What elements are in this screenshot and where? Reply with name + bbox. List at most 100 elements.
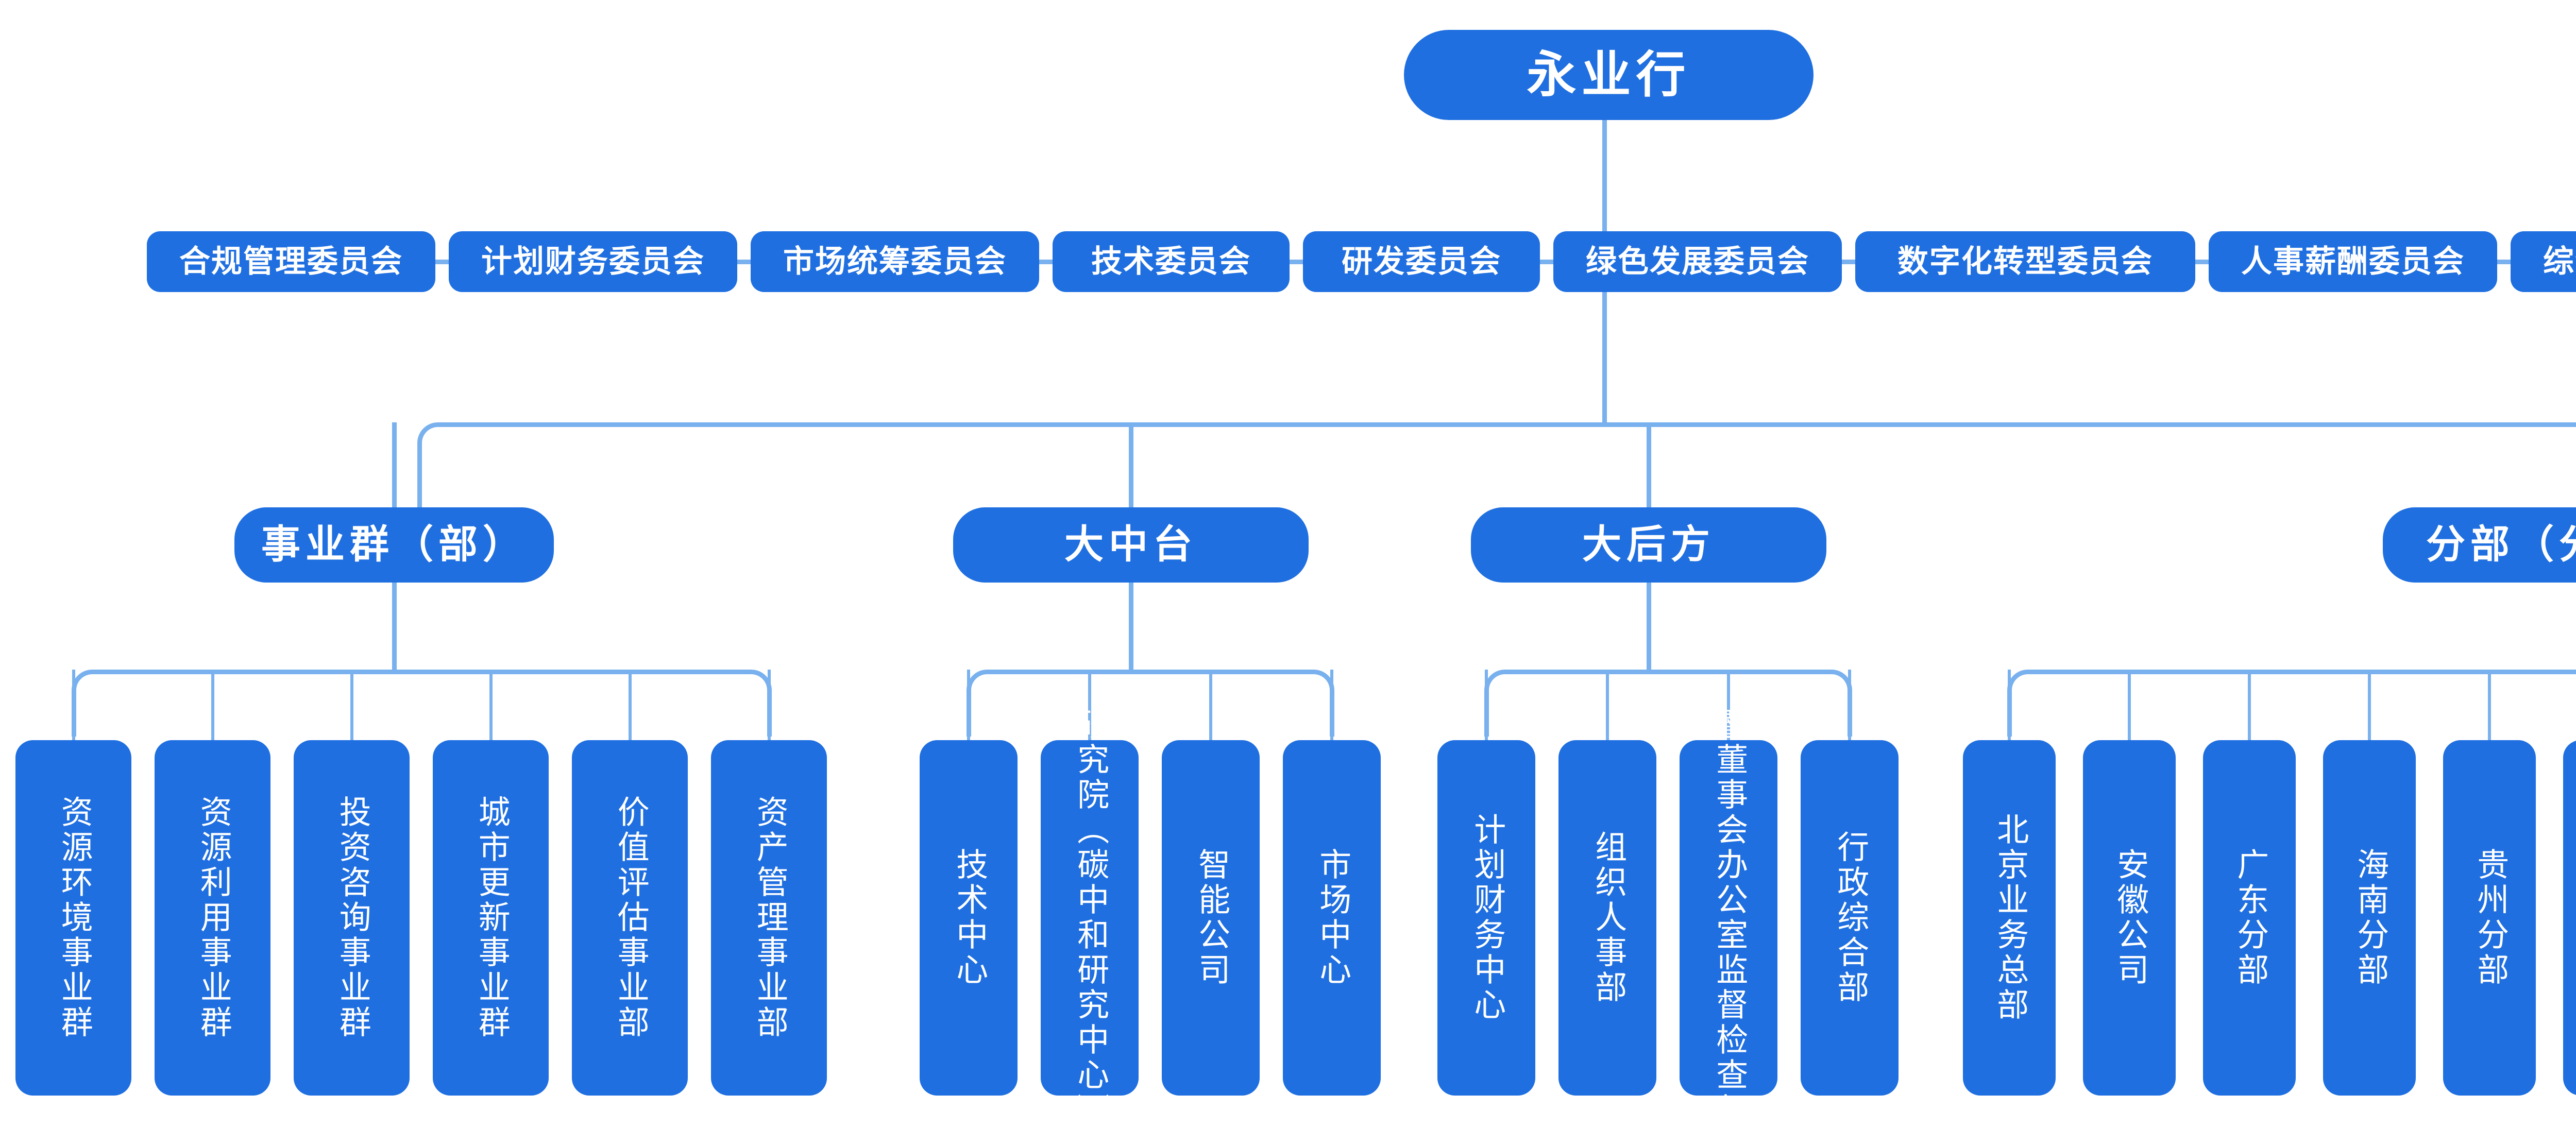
committee-connector-line — [1538, 260, 1555, 264]
leaf-node-branches-2[interactable]: 安徽公司 — [2083, 740, 2176, 1096]
leaf-tick-line — [1606, 670, 1609, 740]
leaf-tick-line — [1209, 670, 1212, 740]
leaf-label: 海南分部 — [2352, 848, 2388, 988]
leaf-node-business-group-1[interactable]: 资源环境事业群 — [15, 740, 131, 1096]
leaf-tick-line — [767, 670, 771, 740]
group-drop-line — [392, 422, 397, 507]
committee-connector-line — [1037, 260, 1055, 264]
leaf-node-branches-3[interactable]: 广东分部 — [2203, 740, 2296, 1096]
leaf-node-back-office-4[interactable]: 行政综合部 — [1801, 740, 1899, 1096]
group-node-middle-platform[interactable]: 大中台 — [953, 507, 1309, 583]
leaf-label: 北京业务总部 — [1992, 813, 2028, 1023]
group-label: 大中台 — [1064, 523, 1197, 567]
leaf-tick-line — [1727, 670, 1730, 740]
leaf-label: 资源利用事业群 — [195, 795, 231, 1040]
group-label: 大后方 — [1582, 523, 1715, 567]
committee-label: 数字化转型委员会 — [1897, 244, 2153, 279]
leaf-node-back-office-2[interactable]: 组织人事部 — [1558, 740, 1656, 1096]
leaf-tick-line — [2248, 670, 2251, 740]
committee-connector-line — [2193, 260, 2211, 264]
committee-node-4[interactable]: 技术委员会 — [1053, 231, 1290, 292]
committee-connector-line — [1840, 260, 1857, 264]
leaf-node-middle-platform-4[interactable]: 市场中心 — [1283, 740, 1381, 1096]
committee-node-5[interactable]: 研发委员会 — [1303, 231, 1540, 292]
committee-label: 合规管理委员会 — [179, 244, 403, 279]
group-label: 分部（分公司） — [2426, 523, 2576, 567]
committee-label: 绿色发展委员会 — [1586, 244, 1809, 279]
leaf-node-middle-platform-1[interactable]: 技术中心 — [920, 740, 1018, 1096]
leaf-tick-line — [489, 670, 493, 740]
group-node-branches[interactable]: 分部（分公司） — [2383, 507, 2576, 583]
leaf-tick-line — [2128, 670, 2131, 740]
committee-connector-line — [433, 260, 451, 264]
leaf-label: 技术中心 — [951, 848, 987, 988]
leaf-label: 城市更新事业群 — [473, 795, 509, 1040]
leaf-node-middle-platform-3[interactable]: 智能公司 — [1162, 740, 1260, 1096]
leaf-node-business-group-5[interactable]: 价值评估事业部 — [572, 740, 688, 1096]
group-node-business-group[interactable]: 事业群（部） — [234, 507, 554, 583]
leaf-label: 智能公司 — [1193, 848, 1229, 988]
committee-node-6[interactable]: 绿色发展委员会 — [1553, 231, 1842, 292]
committee-label: 技术委员会 — [1091, 244, 1251, 279]
committee-node-3[interactable]: 市场统筹委员会 — [751, 231, 1039, 292]
leaf-node-branches-6[interactable]: 青海公司 — [2563, 740, 2576, 1096]
leaf-label: 贵州分部 — [2472, 848, 2508, 988]
leaf-label: 投资咨询事业群 — [334, 795, 370, 1040]
committee-label: 计划财务委员会 — [481, 244, 705, 279]
leaf-label: 市场中心 — [1314, 848, 1350, 988]
leaf-label-column-1: 监督检查部 — [1711, 953, 1747, 1128]
group-stem-line — [392, 583, 397, 674]
leaf-tick-line — [628, 670, 632, 740]
leaf-node-branches-1[interactable]: 北京业务总部 — [1963, 740, 2056, 1096]
leaf-label: 资源环境事业群 — [56, 795, 92, 1040]
leaf-label-column-1: （碳中和研究中心） — [1072, 813, 1108, 1128]
leaf-node-back-office-1[interactable]: 计划财务中心 — [1437, 740, 1535, 1096]
leaf-tick-line — [350, 670, 353, 740]
leaf-node-branches-4[interactable]: 海南分部 — [2323, 740, 2416, 1096]
committee-node-2[interactable]: 计划财务委员会 — [449, 231, 737, 292]
leaf-tick-line — [1485, 670, 1488, 740]
committee-node-1[interactable]: 合规管理委员会 — [147, 231, 435, 292]
leaf-node-business-group-4[interactable]: 城市更新事业群 — [433, 740, 549, 1096]
leaf-tick-line — [2368, 670, 2371, 740]
leaf-node-business-group-3[interactable]: 投资咨询事业群 — [294, 740, 410, 1096]
committee-node-7[interactable]: 数字化转型委员会 — [1855, 231, 2195, 292]
leaf-node-back-office-3[interactable]: 监督检查部暨董事会办公室 — [1680, 708, 1777, 1128]
leaf-label-column-2: 研究院 — [1072, 708, 1108, 813]
committee-node-9[interactable]: 综合品牌委员会 — [2511, 231, 2576, 292]
leaf-label: 价值评估事业部 — [612, 795, 648, 1040]
leaf-label-column-2: 暨董事会办公室 — [1711, 708, 1747, 953]
leaf-label: 资产管理事业部 — [751, 795, 787, 1040]
leaf-tick-line — [2488, 670, 2491, 740]
child-bus-back-office — [1484, 670, 1852, 737]
leaf-node-business-group-6[interactable]: 资产管理事业部 — [711, 740, 827, 1096]
leaf-tick-line — [211, 670, 214, 740]
group-stem-line — [1129, 583, 1133, 674]
group-drop-line — [1647, 422, 1651, 507]
committee-connector-line — [2495, 260, 2513, 264]
org-root-node[interactable]: 永业行 — [1404, 30, 1814, 120]
leaf-tick-line — [1848, 670, 1851, 740]
committee-label: 市场统筹委员会 — [783, 244, 1007, 279]
group-label: 事业群（部） — [261, 523, 527, 567]
leaf-tick-line — [967, 670, 970, 740]
group-stem-line — [1647, 583, 1651, 674]
group-drop-line — [1129, 422, 1133, 507]
committee-node-8[interactable]: 人事薪酬委员会 — [2209, 231, 2497, 292]
leaf-label: 计划财务中心 — [1469, 813, 1505, 1023]
leaf-label: 组织人事部 — [1590, 830, 1626, 1005]
leaf-tick-line — [1088, 670, 1091, 740]
leaf-node-branches-5[interactable]: 贵州分部 — [2443, 740, 2536, 1096]
leaf-tick-line — [72, 670, 75, 740]
committee-label: 人事薪酬委员会 — [2241, 244, 2465, 279]
group-node-back-office[interactable]: 大后方 — [1471, 507, 1826, 583]
committee-label: 综合品牌委员会 — [2543, 244, 2576, 279]
leaf-node-middle-platform-2[interactable]: （碳中和研究中心）研究院 — [1041, 708, 1139, 1128]
leaf-label: 行政综合部 — [1832, 830, 1868, 1005]
leaf-tick-line — [2008, 670, 2011, 740]
leaf-node-business-group-2[interactable]: 资源利用事业群 — [155, 740, 270, 1096]
child-bus-business-group — [71, 670, 772, 737]
child-bus-middle-platform — [967, 670, 1334, 737]
committee-connector-line — [735, 260, 753, 264]
